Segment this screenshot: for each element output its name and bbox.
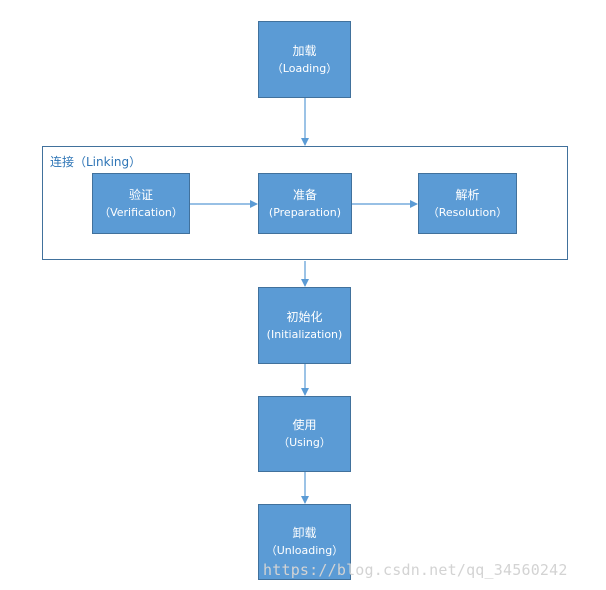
unloading-subtitle: （Unloading） bbox=[265, 544, 344, 557]
preparation-title: 准备 bbox=[292, 187, 317, 202]
using-subtitle: （Using） bbox=[278, 436, 331, 449]
watermark-url: https://blog.csdn.net/qq_34560242 bbox=[263, 561, 568, 579]
resolution-title: 解析 bbox=[455, 187, 480, 202]
unloading-title: 卸载 bbox=[292, 526, 317, 540]
verification-node: 验证 （Verification） bbox=[92, 173, 190, 234]
using-node: 使用 （Using） bbox=[258, 396, 351, 472]
verification-subtitle: （Verification） bbox=[99, 205, 183, 219]
preparation-subtitle: (Preparation) bbox=[268, 205, 342, 219]
linking-group-frame bbox=[42, 146, 568, 260]
verification-title: 验证 bbox=[128, 187, 153, 202]
initialization-node: 初始化 (Initialization) bbox=[258, 287, 351, 364]
resolution-node: 解析 （Resolution） bbox=[418, 173, 517, 234]
loading-title: 加载 bbox=[292, 43, 317, 58]
preparation-node: 准备 (Preparation) bbox=[258, 173, 352, 234]
loading-subtitle: （Loading） bbox=[271, 61, 338, 75]
resolution-subtitle: （Resolution） bbox=[427, 205, 508, 219]
using-title: 使用 bbox=[292, 418, 317, 432]
linking-group-label: 连接（Linking） bbox=[50, 155, 142, 169]
initialization-subtitle: (Initialization) bbox=[266, 327, 343, 341]
unloading-node: 卸载 （Unloading） bbox=[258, 504, 351, 580]
initialization-title: 初始化 bbox=[286, 309, 323, 324]
loading-node: 加载 （Loading） bbox=[258, 21, 351, 98]
